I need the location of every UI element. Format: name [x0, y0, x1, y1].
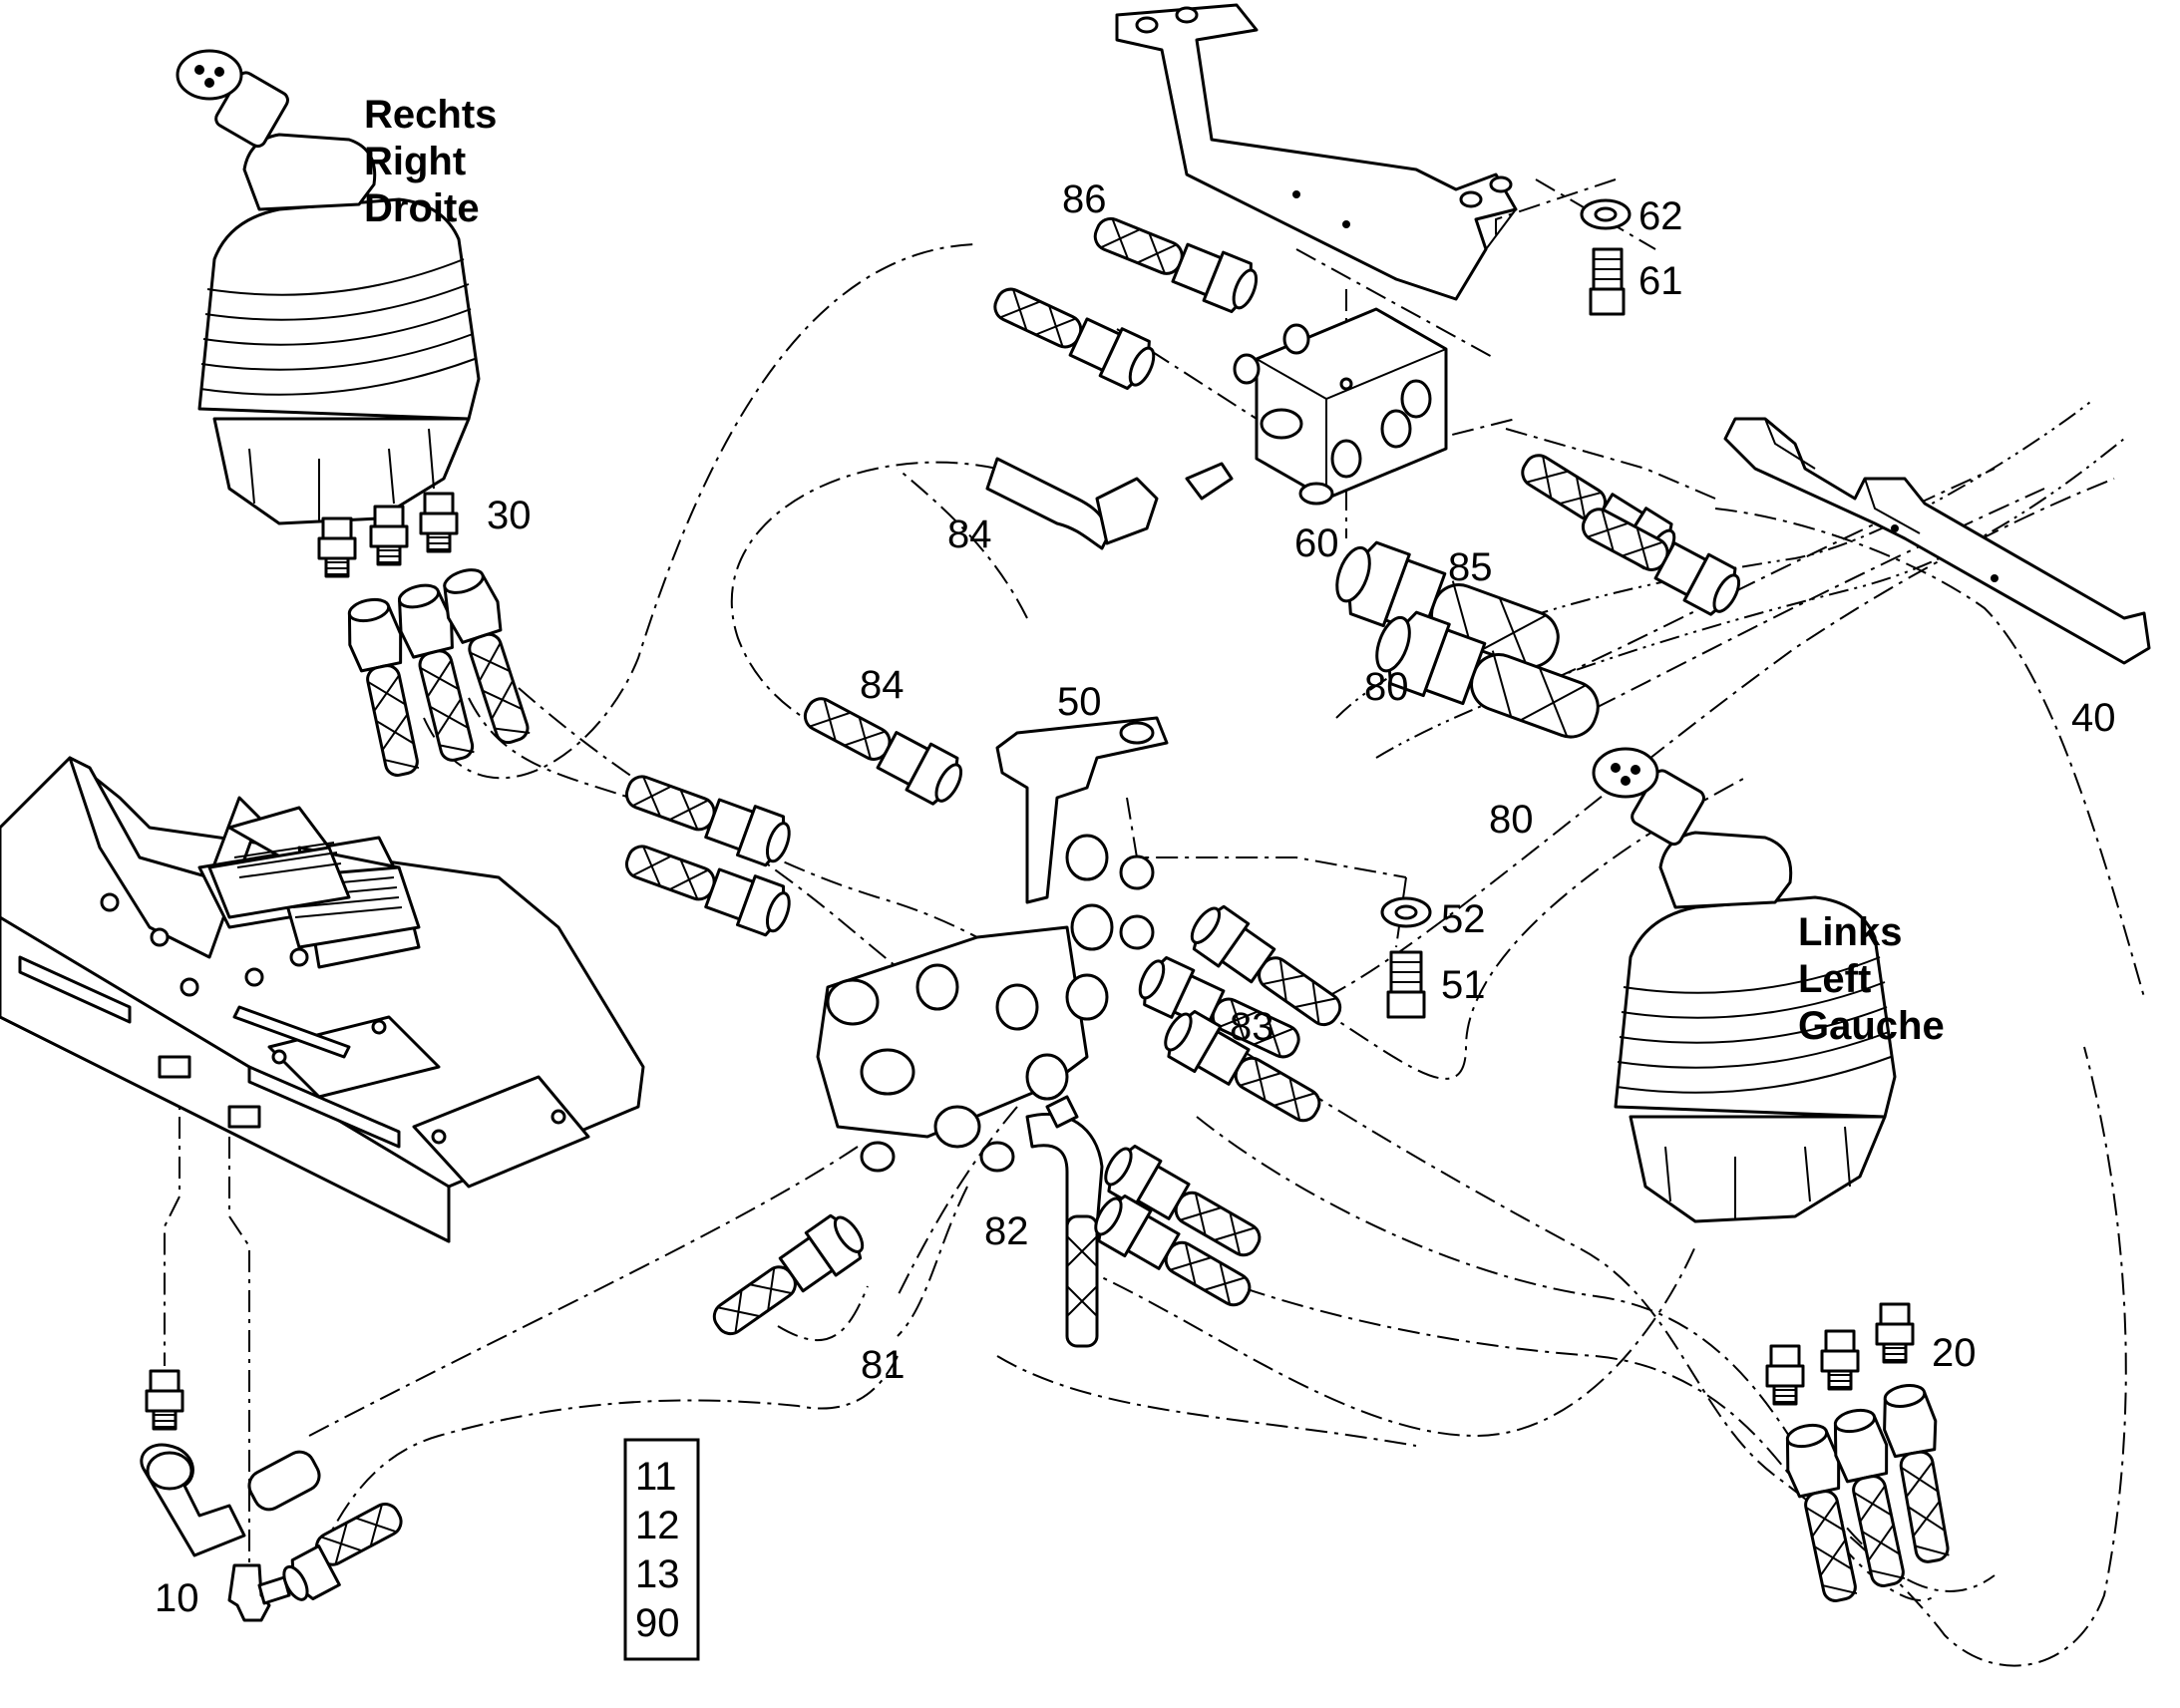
kit-number-4: 90	[635, 1601, 680, 1645]
callout-52: 52	[1441, 897, 1486, 941]
bottom-left-fittings	[140, 1369, 403, 1622]
callout-85: 85	[1448, 545, 1493, 589]
callout-84-lower: 84	[860, 663, 905, 707]
kit-number-2: 12	[635, 1504, 680, 1547]
callout-51: 51	[1441, 963, 1486, 1007]
side-label-right-line-3: Droite	[364, 186, 480, 230]
side-label-left: Links Left Gauche	[1798, 910, 1945, 1048]
side-label-right-line-1: Rechts	[364, 93, 497, 137]
side-label-right-line-2: Right	[364, 140, 466, 183]
pilot-valve-block	[1233, 307, 1448, 506]
callout-84-upper: 84	[947, 512, 992, 556]
kit-number-box: 11 12 13 90	[623, 1438, 700, 1661]
callout-60: 60	[1294, 521, 1339, 565]
side-label-left-line-1: Links	[1798, 910, 1902, 954]
callout-80-upper: 80	[1364, 665, 1409, 709]
callout-40: 40	[2071, 696, 2116, 740]
callout-61: 61	[1638, 259, 1683, 303]
callout-81: 81	[861, 1343, 906, 1387]
kit-number-3: 13	[635, 1552, 680, 1596]
callout-62: 62	[1638, 194, 1683, 238]
callout-30: 30	[487, 494, 532, 537]
routing-lines	[164, 178, 2145, 1667]
hoses	[140, 198, 1748, 1622]
callout-80-lower: 80	[1489, 798, 1534, 842]
pedal-console	[0, 756, 645, 1243]
side-label-left-line-2: Left	[1798, 957, 1871, 1001]
callout-83: 83	[1230, 1005, 1274, 1049]
callout-10: 10	[155, 1576, 199, 1620]
callout-20: 20	[1932, 1331, 1977, 1375]
side-label-left-line-3: Gauche	[1798, 1004, 1945, 1048]
pedal-bar	[1723, 417, 2151, 665]
part-callouts: 10 20 30 40 50 51 52 60 61 62 80 80 81 8…	[155, 177, 2116, 1620]
kit-number-1: 11	[635, 1455, 677, 1499]
side-label-right: Rechts Right Droite	[364, 93, 497, 230]
valve-mounting-bracket	[1115, 3, 1518, 301]
left-joystick-fittings	[1765, 1302, 1962, 1607]
callout-86: 86	[1062, 177, 1107, 221]
callout-50: 50	[1057, 680, 1102, 724]
callout-82: 82	[984, 1209, 1029, 1253]
distribution-manifold	[816, 716, 1169, 1348]
